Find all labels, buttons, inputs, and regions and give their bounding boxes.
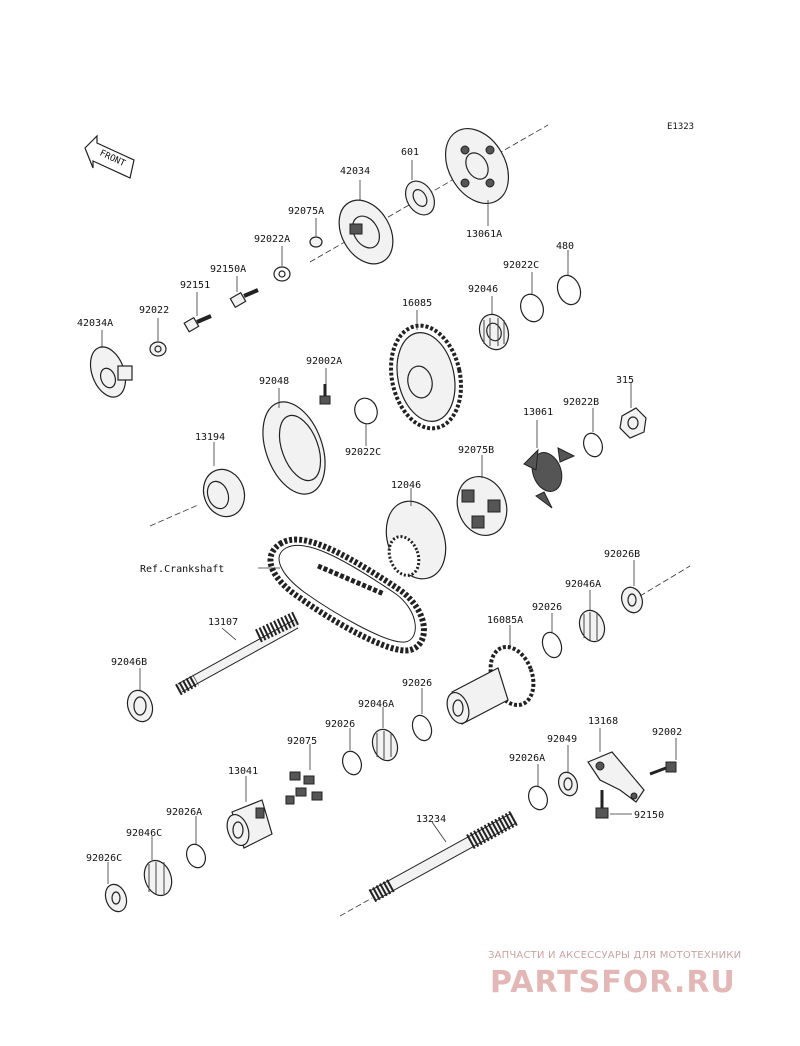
label-92150: 92150: [634, 810, 664, 821]
label-13168: 13168: [588, 716, 618, 727]
right-axis-line: [639, 565, 691, 597]
label-92046C: 92046C: [126, 828, 162, 839]
part-16085-gear[interactable]: [382, 319, 470, 435]
part-16085A-gear[interactable]: [443, 641, 541, 726]
label-92026-mid: 92026: [402, 678, 432, 689]
part-42034-housing[interactable]: [328, 191, 404, 274]
part-92026-mid-washer[interactable]: [409, 713, 435, 744]
label-92022A: 92022A: [254, 234, 290, 245]
label-92046: 92046: [468, 284, 498, 295]
part-13194-seal[interactable]: [197, 464, 251, 523]
label-42034A: 42034A: [77, 318, 113, 329]
part-480-circlip[interactable]: [554, 272, 585, 308]
label-13061A: 13061A: [466, 229, 502, 240]
part-92075A[interactable]: [309, 236, 323, 248]
label-13061: 13061: [523, 407, 553, 418]
part-92046C-bearing[interactable]: [140, 857, 177, 900]
front-arrow-icon: FRONT: [84, 134, 135, 179]
part-92026A-right-washer[interactable]: [525, 784, 550, 813]
label-92075: 92075: [287, 736, 317, 747]
part-92022A-washer[interactable]: [273, 266, 291, 282]
part-92075B-damper[interactable]: [449, 470, 515, 543]
label-13234: 13234: [416, 814, 446, 825]
label-92022C-top: 92022C: [503, 260, 539, 271]
part-13061-hub[interactable]: [523, 447, 576, 509]
label-92046A-mid: 92046A: [358, 699, 394, 710]
label-92026-right: 92026: [532, 602, 562, 613]
part-601-bearing[interactable]: [400, 176, 441, 220]
part-92048-ring[interactable]: [251, 393, 336, 502]
label-16085: 16085: [402, 298, 432, 309]
part-92026A-left-washer[interactable]: [183, 842, 208, 871]
label-13107: 13107: [208, 617, 238, 628]
label-16085A: 16085A: [487, 615, 523, 626]
part-92022C-top[interactable]: [517, 291, 547, 325]
part-92002A-screw[interactable]: [319, 384, 331, 405]
part-92046B-bearing[interactable]: [123, 687, 156, 725]
label-601: 601: [401, 147, 419, 158]
part-92046-needle-bearing[interactable]: [475, 310, 514, 353]
watermark-logo: PARTSFOR.RU: [490, 965, 736, 1000]
part-92026C-washer[interactable]: [102, 881, 130, 914]
label-92026B: 92026B: [604, 549, 640, 560]
part-92022-washer[interactable]: [149, 341, 167, 357]
label-315: 315: [616, 375, 634, 386]
label-92075A: 92075A: [288, 206, 324, 217]
part-92150A-bolt[interactable]: [229, 288, 259, 309]
label-480: 480: [556, 241, 574, 252]
part-315-nut[interactable]: [619, 407, 647, 439]
part-92026-left-washer[interactable]: [339, 749, 364, 778]
label-92048: 92048: [259, 376, 289, 387]
label-92026A-left: 92026A: [166, 807, 202, 818]
part-42034A[interactable]: [84, 342, 133, 402]
part-13061A[interactable]: [433, 117, 521, 214]
label-13041: 13041: [228, 766, 258, 777]
label-92151: 92151: [180, 280, 210, 291]
part-13041-hub[interactable]: [223, 799, 273, 849]
label-92026A-right: 92026A: [509, 753, 545, 764]
part-92026B-washer[interactable]: [618, 584, 646, 615]
part-13107-shaft[interactable]: [175, 611, 299, 696]
ref-crankshaft-label: Ref.Crankshaft: [140, 564, 224, 575]
part-92022B-washer[interactable]: [580, 431, 605, 460]
part-92075-damper[interactable]: [285, 771, 323, 805]
label-92026-left: 92026: [325, 719, 355, 730]
label-92075B: 92075B: [458, 445, 494, 456]
label-92002A: 92002A: [306, 356, 342, 367]
part-92026-right-washer[interactable]: [539, 630, 565, 661]
label-42034: 42034: [340, 166, 370, 177]
label-92026C: 92026C: [86, 853, 122, 864]
label-13194: 13194: [195, 432, 225, 443]
label-92049: 92049: [547, 734, 577, 745]
diagram-code: E1323: [667, 122, 694, 132]
label-92022C-mid: 92022C: [345, 447, 381, 458]
label-92150A: 92150A: [210, 264, 246, 275]
label-12046: 12046: [391, 480, 421, 491]
part-13168-bracket[interactable]: [587, 751, 645, 803]
part-92002-bolt[interactable]: [649, 761, 677, 776]
part-92150-bolt[interactable]: [595, 790, 609, 819]
label-92046B: 92046B: [111, 657, 147, 668]
part-92046A-mid-bearing[interactable]: [368, 726, 401, 764]
part-92151-bolt[interactable]: [183, 314, 212, 333]
seal-axis-line: [149, 504, 199, 527]
label-92022: 92022: [139, 305, 169, 316]
watermark-tagline: ЗАПЧАСТИ И АКСЕССУАРЫ ДЛЯ МОТОТЕХНИКИ: [488, 950, 742, 961]
part-12046-sprocket[interactable]: [376, 493, 456, 587]
label-92002: 92002: [652, 727, 682, 738]
part-92049-seal[interactable]: [555, 770, 580, 799]
chain-loop: [267, 536, 427, 654]
part-13234-shaft[interactable]: [339, 810, 518, 917]
part-92046A-right-bearing[interactable]: [575, 607, 608, 645]
part-92022C-mid[interactable]: [351, 395, 381, 427]
label-92022B: 92022B: [563, 397, 599, 408]
label-92046A-right: 92046A: [565, 579, 601, 590]
